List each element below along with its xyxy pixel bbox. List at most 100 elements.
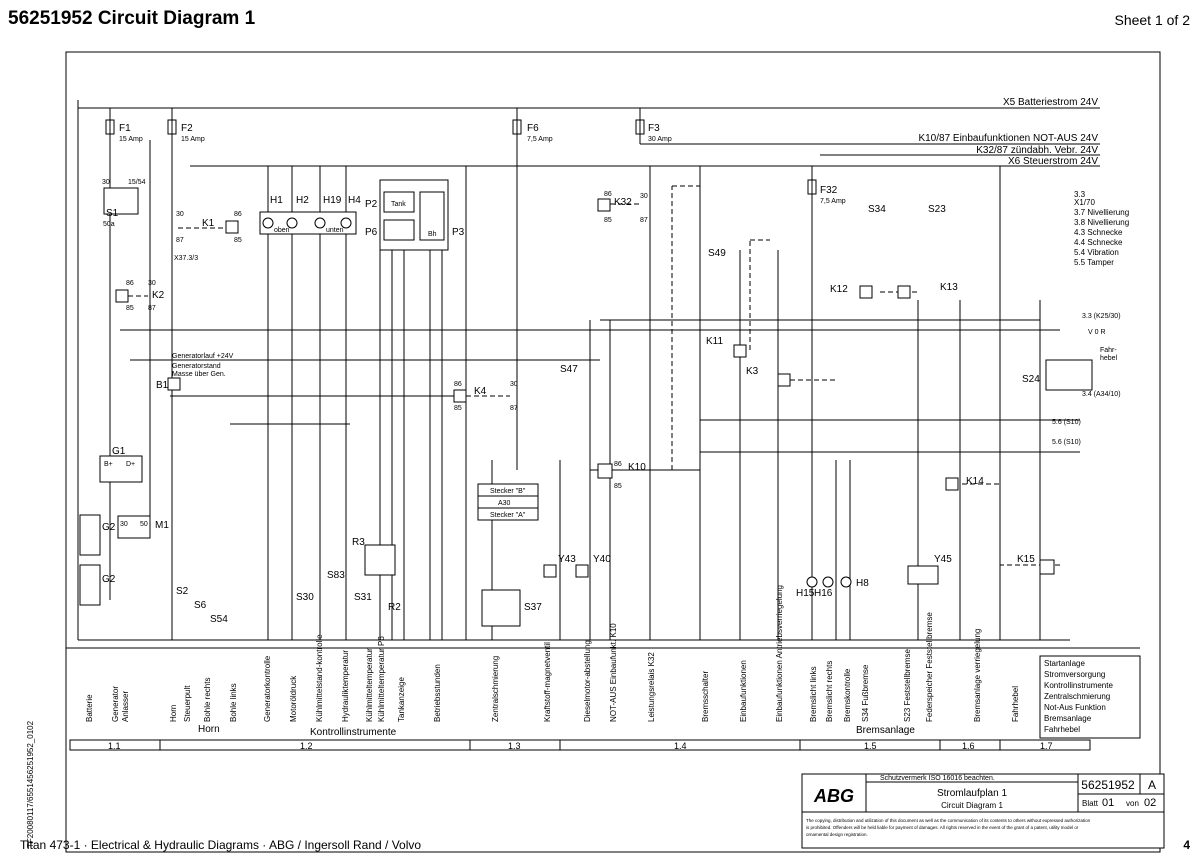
title-block-subtitle: Circuit Diagram 1	[941, 801, 1003, 810]
svg-text:Leistungsrelais K32: Leistungsrelais K32	[647, 652, 656, 722]
svg-text:Betriebsstunden: Betriebsstunden	[433, 664, 442, 722]
svg-text:85: 85	[454, 405, 462, 412]
sheet-indicator: Sheet 1 of 2	[1114, 12, 1190, 28]
svg-text:NOT-AUS Einbaufunkt. K10: NOT-AUS Einbaufunkt. K10	[609, 623, 618, 722]
relay-linkages	[128, 185, 1060, 566]
svg-text:15 Amp: 15 Amp	[181, 136, 205, 143]
svg-text:3.4 (A34/10): 3.4 (A34/10)	[1082, 391, 1121, 398]
svg-text:S37: S37	[524, 602, 542, 613]
svg-text:P6: P6	[365, 227, 378, 238]
svg-text:86: 86	[604, 191, 612, 198]
svg-text:7,5 Amp: 7,5 Amp	[820, 198, 846, 205]
svg-text:30: 30	[510, 381, 518, 388]
svg-text:X37.3/3: X37.3/3	[174, 255, 198, 262]
svg-text:R2: R2	[388, 602, 401, 613]
svg-text:Steuerpult: Steuerpult	[183, 685, 192, 722]
footer-text: Titan 473-1 · Electrical & Hydraulic Dia…	[20, 838, 422, 852]
svg-text:3.3 (K25/30): 3.3 (K25/30)	[1082, 313, 1121, 320]
svg-text:K2: K2	[152, 290, 165, 301]
svg-text:S34: S34	[868, 204, 886, 215]
svg-text:Stromversorgung: Stromversorgung	[1044, 670, 1105, 679]
svg-text:3.8 Nivellierung: 3.8 Nivellierung	[1074, 218, 1129, 227]
svg-text:M1: M1	[155, 520, 169, 531]
svg-text:H4: H4	[348, 195, 361, 206]
svg-text:K1: K1	[202, 218, 215, 229]
svg-text:Federspeicher Feststellbremse: Federspeicher Feststellbremse	[925, 612, 934, 722]
svg-text:Stecker "A": Stecker "A"	[490, 512, 526, 519]
svg-text:5.6 (S10): 5.6 (S10)	[1052, 419, 1081, 426]
svg-text:30 Amp: 30 Amp	[648, 136, 672, 143]
svg-text:S34 Fußbremse: S34 Fußbremse	[861, 664, 870, 722]
svg-text:hebel: hebel	[1100, 355, 1118, 362]
drawing-number: 56251952	[1081, 778, 1135, 792]
svg-text:Tankanzeige: Tankanzeige	[397, 677, 406, 722]
svg-text:Bremsschalter: Bremsschalter	[701, 671, 710, 722]
rail-label-k10: K10/87 Einbaufunktionen NOT-AUS 24V	[918, 133, 1098, 144]
svg-text:Not-Aus Funktion: Not-Aus Funktion	[1044, 703, 1106, 712]
title-block: Schutzvermerk ISO 16016 beachten. ABG St…	[801, 773, 1165, 849]
svg-text:P2: P2	[365, 199, 378, 210]
protection-note: Schutzvermerk ISO 16016 beachten.	[880, 775, 995, 782]
svg-text:Bremskontrolle: Bremskontrolle	[843, 668, 852, 722]
svg-text:K12: K12	[830, 284, 848, 295]
svg-text:K10: K10	[628, 462, 646, 473]
rail-label-k32: K32/87 zündabh. Vebr. 24V	[976, 145, 1098, 156]
svg-text:Hydrauliktemperatur: Hydrauliktemperatur	[341, 650, 350, 722]
svg-text:86: 86	[454, 381, 462, 388]
switch-s37: S37	[481, 589, 542, 627]
svg-text:Kontrollinstrumente: Kontrollinstrumente	[1044, 681, 1113, 690]
title-block-title: Stromlaufplan 1	[937, 788, 1007, 799]
svg-text:1.1: 1.1	[108, 741, 121, 751]
svg-text:S6: S6	[194, 600, 207, 611]
generator-g1: G1B+D+	[99, 446, 143, 483]
svg-text:H16: H16	[814, 588, 833, 599]
side-code: TF20080117/6551456251952_0102	[26, 720, 35, 848]
svg-text:D+: D+	[126, 461, 135, 468]
svg-text:Generatorkontrolle: Generatorkontrolle	[263, 655, 272, 722]
fuse-f32: F32 7,5 Amp	[807, 166, 846, 280]
svg-text:K32: K32	[614, 197, 632, 208]
fuse-f6: F6 7,5 Amp	[512, 108, 553, 150]
page-title: 56251952 Circuit Diagram 1	[8, 8, 256, 29]
svg-text:F32: F32	[820, 185, 838, 196]
fuse-f2: F2 15 Amp	[167, 108, 205, 640]
svg-text:P3: P3	[452, 227, 465, 238]
revision: A	[1148, 778, 1156, 792]
svg-text:S31: S31	[354, 592, 372, 603]
svg-text:01: 01	[1102, 797, 1114, 809]
svg-text:85: 85	[234, 237, 242, 244]
svg-text:85: 85	[126, 305, 134, 312]
svg-text:V 0 R: V 0 R	[1088, 329, 1106, 336]
svg-text:von: von	[1126, 799, 1139, 808]
svg-text:Blatt: Blatt	[1082, 799, 1099, 808]
svg-text:86: 86	[614, 461, 622, 468]
svg-text:15 Amp: 15 Amp	[119, 136, 143, 143]
relay-k15: K15	[1017, 554, 1055, 575]
svg-text:Horn: Horn	[169, 705, 178, 722]
svg-text:86: 86	[234, 211, 242, 218]
section-strip: 1.1 1.2 1.3 1.4 1.5 1.6 1.7	[69, 739, 1091, 751]
svg-text:H1: H1	[270, 195, 283, 206]
svg-text:3.7 Nivellierung: 3.7 Nivellierung	[1074, 208, 1129, 217]
svg-text:S30: S30	[296, 592, 314, 603]
svg-text:Anlasser: Anlasser	[121, 691, 130, 722]
svg-text:Kraftstoff-magnetventil: Kraftstoff-magnetventil	[543, 642, 552, 722]
switch-s24: S24 V 0 R Fahr-hebel 3.3 (K25/30) 3.4 (A…	[1022, 313, 1121, 446]
svg-text:50: 50	[140, 521, 148, 528]
svg-text:H19: H19	[323, 195, 342, 206]
svg-text:S83: S83	[327, 570, 345, 581]
svg-text:Kühlmitteltemperatur P6: Kühlmitteltemperatur P6	[377, 636, 386, 722]
svg-text:S1: S1	[106, 208, 119, 219]
svg-text:Tank: Tank	[391, 201, 406, 208]
svg-text:oben: oben	[274, 227, 290, 234]
wiring	[78, 140, 1080, 641]
svg-text:G2: G2	[102, 522, 116, 533]
svg-text:87: 87	[640, 217, 648, 224]
svg-text:B+: B+	[104, 461, 113, 468]
svg-text:30: 30	[148, 280, 156, 287]
